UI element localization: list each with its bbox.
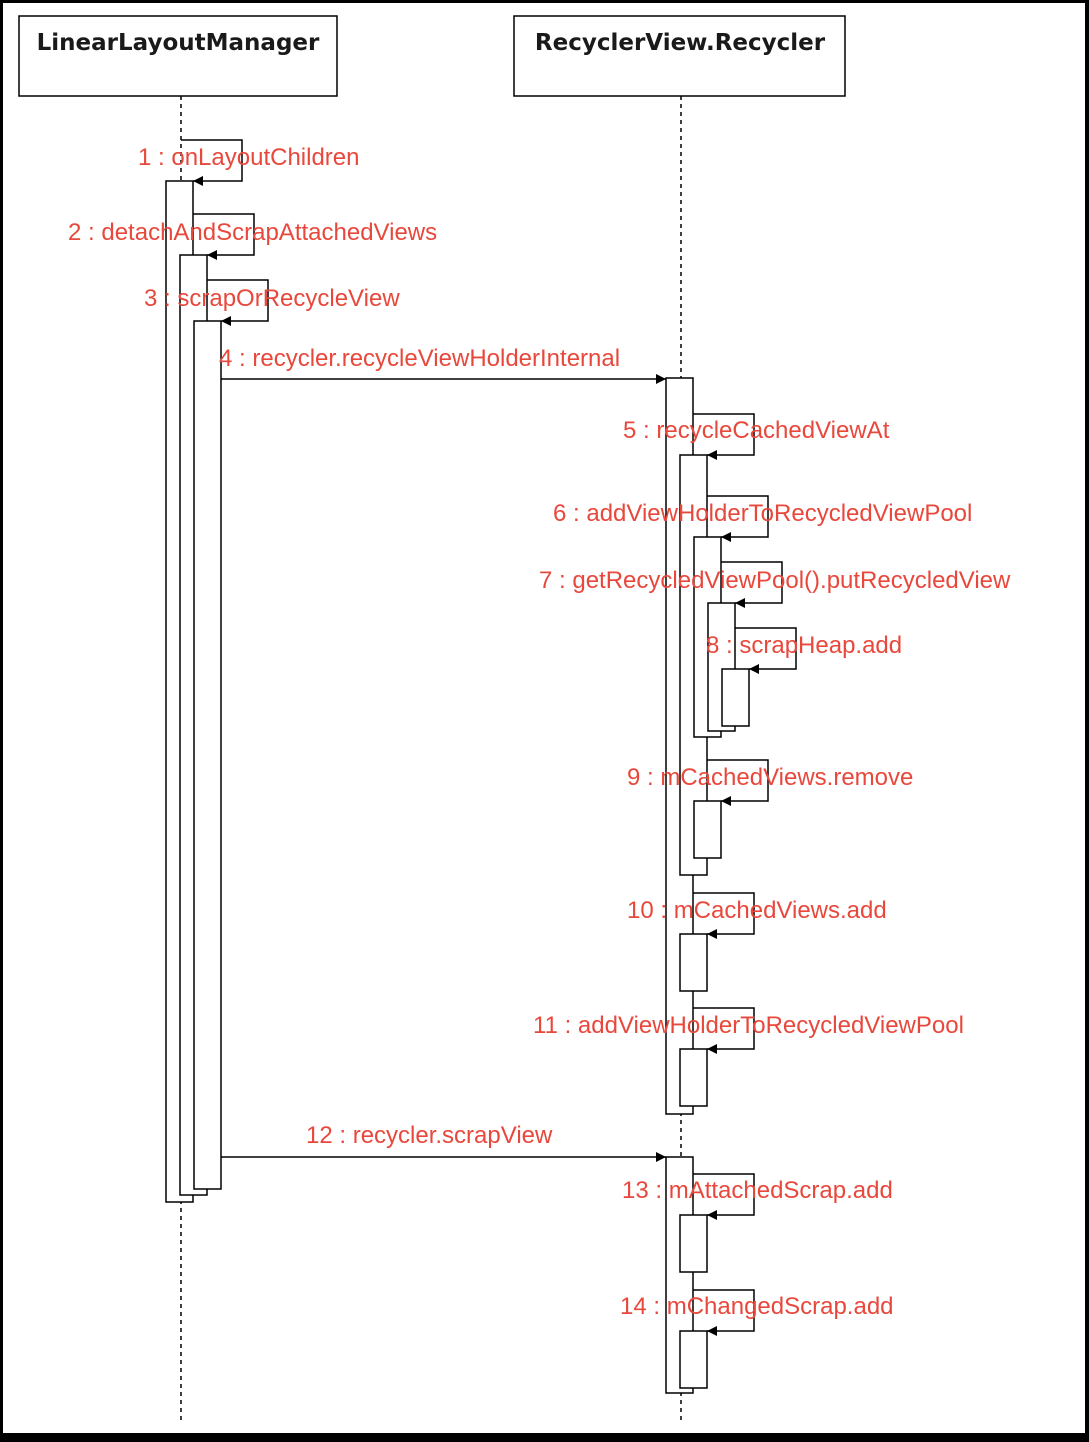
message-label-11: 11 : addViewHolderToRecycledViewPool [533, 1012, 964, 1039]
message-label-6: 6 : addViewHolderToRecycledViewPool [553, 500, 972, 527]
message-label-14: 14 : mChangedScrap.add [620, 1293, 894, 1320]
self-message-arrow [181, 139, 243, 186]
activation-bar [693, 800, 722, 859]
participant-box [18, 15, 338, 97]
self-message-arrow [693, 892, 755, 939]
self-message-arrow [693, 413, 755, 460]
message-label-8: 8 : scrapHeap.add [706, 632, 902, 659]
self-message-arrow [193, 213, 255, 260]
self-message-arrow [721, 561, 783, 608]
message-label-7: 7 : getRecycledViewPool().putRecycledVie… [539, 567, 1011, 594]
message-label-13: 13 : mAttachedScrap.add [622, 1177, 893, 1204]
activation-bar [679, 933, 708, 992]
activation-bar [679, 1330, 708, 1389]
self-message-arrow [207, 279, 269, 326]
message-label-12: 12 : recycler.scrapView [306, 1122, 553, 1149]
activations [165, 180, 750, 1394]
self-message-arrow [707, 495, 769, 542]
message-label-2: 2 : detachAndScrapAttachedViews [68, 219, 437, 246]
message-label-9: 9 : mCachedViews.remove [627, 764, 913, 791]
activation-bar [679, 1214, 708, 1273]
activation-bar [721, 668, 750, 727]
activation-bar [679, 1048, 708, 1107]
message-arrows [181, 139, 797, 1336]
message-label-10: 10 : mCachedViews.add [627, 897, 887, 924]
participant-linearlayoutmanager: LinearLayoutManager [18, 15, 338, 97]
participant-title: LinearLayoutManager [37, 30, 320, 56]
message-labels: 1 : onLayoutChildren 2 : detachAndScrapA… [68, 144, 1011, 1320]
message-label-3: 3 : scrapOrRecycleView [144, 285, 400, 312]
self-message-arrow [707, 759, 769, 806]
self-message-arrow [693, 1007, 755, 1054]
self-message-arrow [735, 627, 797, 674]
message-label-5: 5 : recycleCachedViewAt [623, 417, 890, 444]
message-label-1: 1 : onLayoutChildren [138, 144, 359, 171]
participant-recyclerview-recycler: RecyclerView.Recycler [513, 15, 846, 97]
message-label-4: 4 : recycler.recycleViewHolderInternal [219, 345, 620, 372]
activation-bar [193, 320, 222, 1190]
participant-title: RecyclerView.Recycler [535, 30, 826, 56]
self-message-arrow [693, 1289, 755, 1336]
participant-box [513, 15, 846, 97]
self-message-arrow [693, 1173, 755, 1220]
